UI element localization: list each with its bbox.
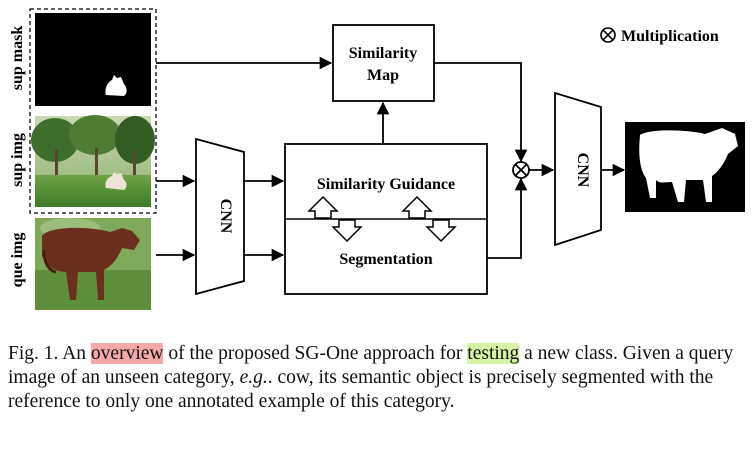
figure-caption: Fig. 1. An overview of the proposed SG-O… bbox=[8, 342, 748, 414]
flow-arrows bbox=[156, 56, 626, 262]
query-image bbox=[35, 218, 151, 310]
interaction-arrow-left bbox=[307, 195, 363, 243]
cnn-left-block bbox=[195, 137, 245, 296]
multiplication-legend-label: Multiplication bbox=[621, 28, 719, 45]
similarity-map-label-line2: Map bbox=[367, 67, 399, 84]
caption-prefix: Fig. 1. bbox=[8, 343, 59, 364]
caption-italic-eg: e.g. bbox=[239, 367, 268, 388]
output-mask-image bbox=[625, 122, 745, 212]
multiplication-node bbox=[512, 161, 530, 179]
support-mask-image bbox=[35, 13, 151, 106]
segmentation-label: Segmentation bbox=[339, 251, 432, 268]
caption-text-2: of the proposed SG-One approach for bbox=[163, 343, 468, 364]
sg-one-figure: sup mask sup img que img CNN CNN Similar… bbox=[9, 8, 745, 310]
caption-text-1: An bbox=[62, 343, 91, 364]
interaction-arrow-right bbox=[401, 195, 457, 243]
caption-text-4: . cow, its semantic object is precisely … bbox=[8, 367, 714, 412]
multiplication-legend: Multiplication bbox=[600, 27, 719, 45]
similarity-map-label-line1: Similarity bbox=[349, 45, 417, 62]
caption-highlight-overview: overview bbox=[90, 343, 164, 364]
caption-highlight-testing: testing bbox=[467, 343, 520, 364]
que-img-label: que img bbox=[9, 233, 26, 288]
support-image bbox=[31, 115, 155, 207]
similarity-guidance-label: Similarity Guidance bbox=[317, 176, 455, 193]
cnn-left-label: CNN bbox=[217, 199, 234, 234]
sup-img-label: sup img bbox=[9, 133, 26, 187]
support-group-box bbox=[29, 8, 157, 214]
cnn-right-label: CNN bbox=[574, 153, 591, 188]
similarity-map-block bbox=[332, 24, 435, 102]
cnn-right-block bbox=[554, 91, 602, 247]
caption-text-3: a new class. Given a query image of an u… bbox=[8, 343, 734, 388]
sup-mask-label: sup mask bbox=[9, 26, 26, 91]
